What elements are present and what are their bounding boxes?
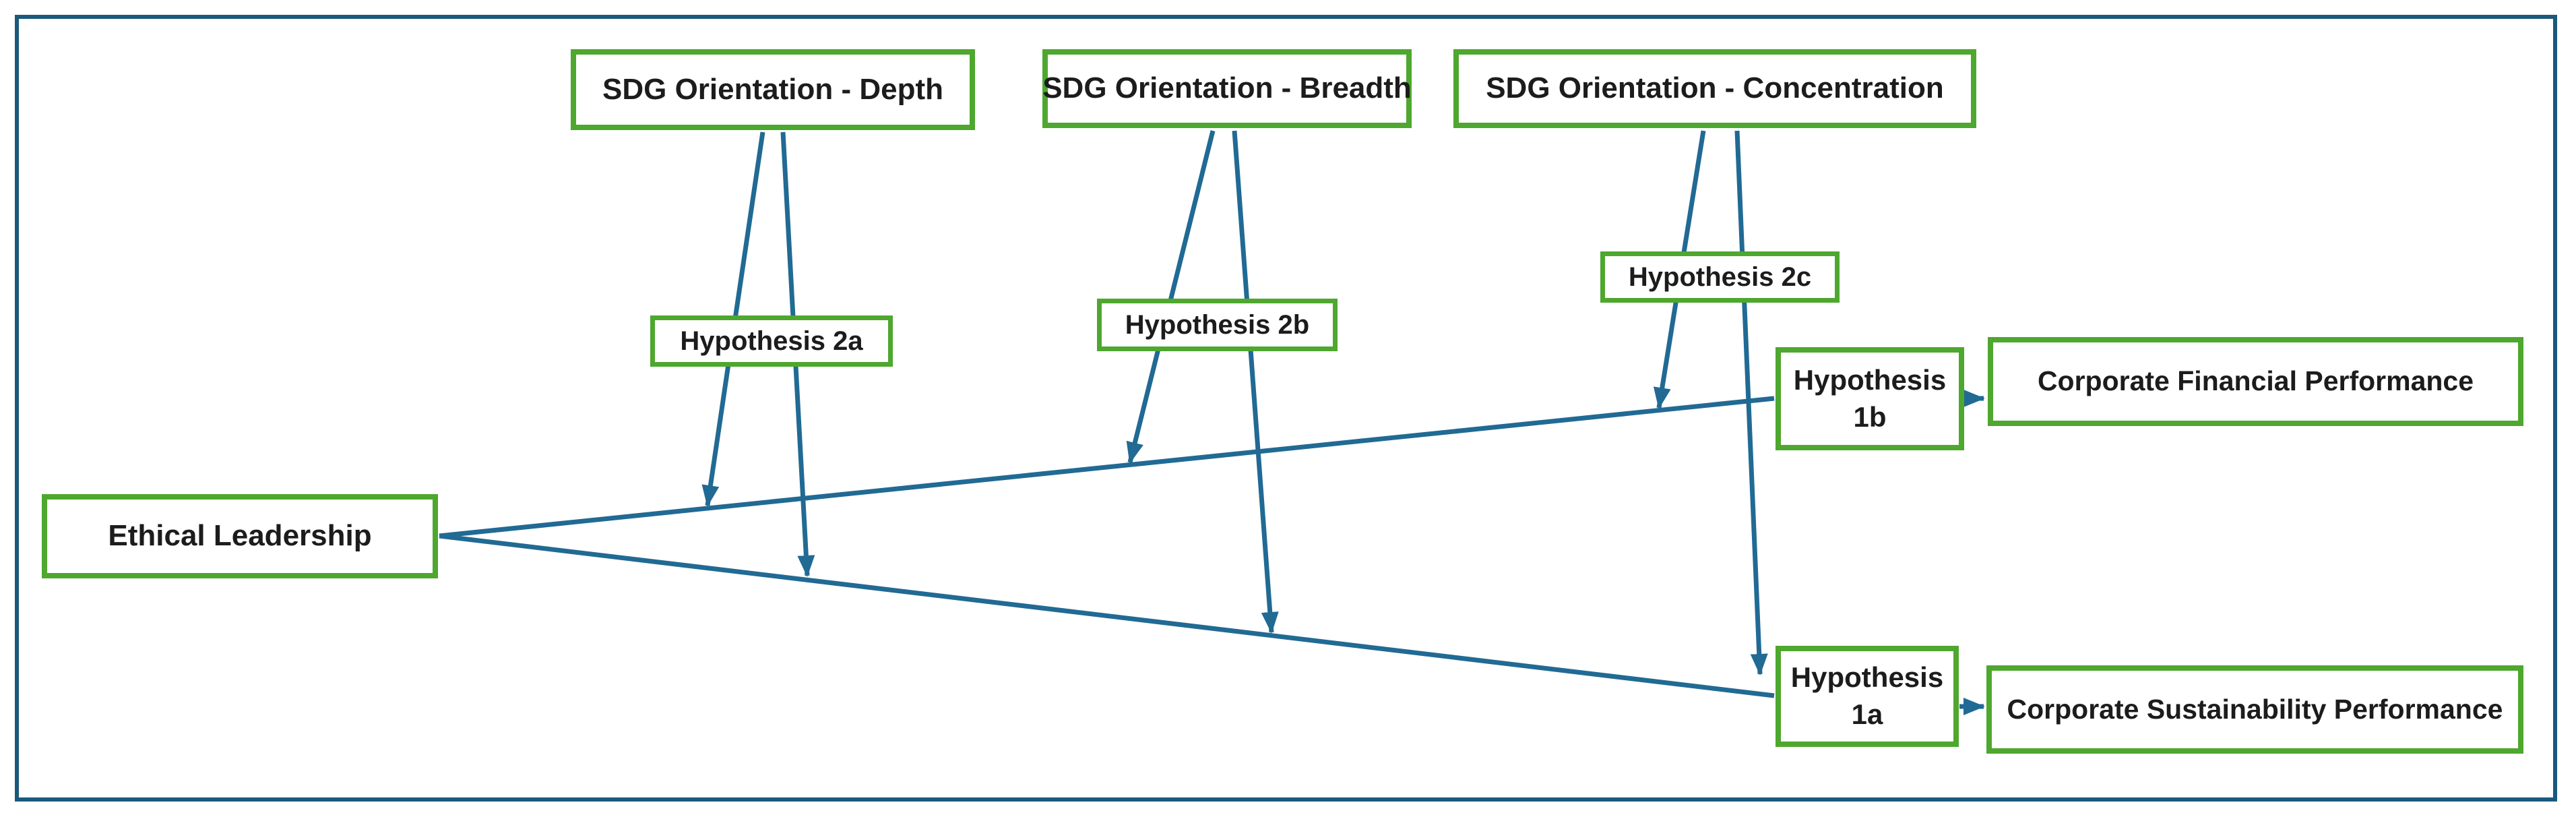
- node-corporate-sustainability-performance: Corporate Sustainability Performance: [1986, 665, 2523, 754]
- node-corporate-financial-performance-label: Corporate Financial Performance: [2037, 365, 2474, 397]
- node-sdg-orientation-depth: SDG Orientation - Depth: [571, 49, 975, 130]
- node-hypothesis-2a-label: Hypothesis 2a: [680, 326, 863, 356]
- node-sdg-orientation-concentration-label: SDG Orientation - Concentration: [1486, 71, 1944, 105]
- node-hypothesis-1a-line2: 1a: [1851, 698, 1883, 730]
- node-hypothesis-2c: Hypothesis 2c: [1600, 251, 1840, 303]
- edge-el-to-h1b: [439, 396, 1775, 539]
- edge-breadth-to-lower-path: [1232, 130, 1279, 634]
- node-hypothesis-2c-label: Hypothesis 2c: [1628, 262, 1812, 292]
- node-hypothesis-2a: Hypothesis 2a: [650, 315, 893, 367]
- node-hypothesis-2b-label: Hypothesis 2b: [1125, 310, 1310, 340]
- node-hypothesis-1a: Hypothesis 1a: [1776, 646, 1959, 747]
- node-sdg-orientation-breadth-label: SDG Orientation - Breadth: [1042, 71, 1412, 105]
- node-sdg-orientation-depth-label: SDG Orientation - Depth: [602, 72, 943, 106]
- node-sdg-orientation-concentration: SDG Orientation - Concentration: [1453, 49, 1976, 128]
- edge-el-to-h1a: [439, 533, 1775, 698]
- node-ethical-leadership: Ethical Leadership: [42, 494, 438, 578]
- node-hypothesis-2b: Hypothesis 2b: [1097, 299, 1338, 351]
- node-hypothesis-1b-line2: 1b: [1853, 400, 1887, 433]
- node-sdg-orientation-breadth: SDG Orientation - Breadth: [1042, 49, 1412, 128]
- node-hypothesis-1a-line1: Hypothesis: [1790, 661, 1944, 694]
- outer-frame: [15, 15, 2557, 802]
- node-corporate-sustainability-performance-label: Corporate Sustainability Performance: [2007, 693, 2503, 725]
- node-ethical-leadership-label: Ethical Leadership: [108, 519, 372, 553]
- node-hypothesis-1b: Hypothesis 1b: [1776, 347, 1964, 450]
- node-hypothesis-1b-line1: Hypothesis: [1793, 363, 1947, 396]
- node-corporate-financial-performance: Corporate Financial Performance: [1988, 337, 2523, 426]
- edge-concentration-to-lower-path: [1734, 130, 1768, 675]
- edge-breadth-to-upper-path: [1126, 130, 1216, 464]
